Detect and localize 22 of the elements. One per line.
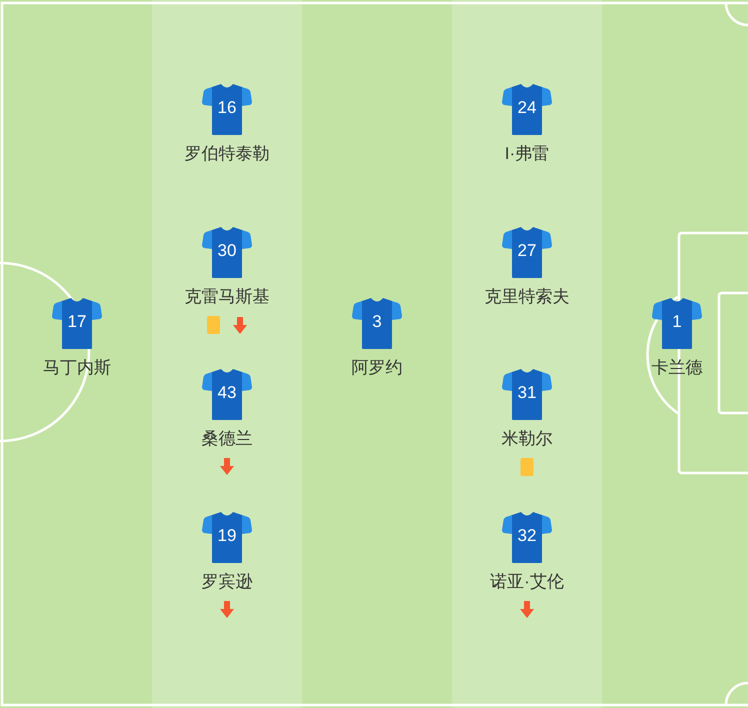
shirt-number: 3 <box>372 312 382 332</box>
player-name: 克雷马斯基 <box>184 287 270 307</box>
player-name: 阿罗约 <box>352 358 402 378</box>
player-name: 诺亚·艾伦 <box>490 572 564 592</box>
player-name: 马丁内斯 <box>43 358 111 378</box>
player-name: 罗伯特泰勒 <box>184 144 270 164</box>
player-name: 卡兰德 <box>652 358 702 378</box>
player-name: 桑德兰 <box>202 429 252 449</box>
shirt-number: 27 <box>518 241 536 261</box>
shirt-number: 43 <box>218 383 236 403</box>
player-name: 罗宾逊 <box>202 572 252 592</box>
shirt-number: 31 <box>518 383 536 403</box>
shirt-number: 32 <box>518 526 536 546</box>
player-name: I·弗雷 <box>504 144 550 164</box>
shirt-number: 19 <box>218 526 236 546</box>
shirt-number: 30 <box>218 241 236 261</box>
player-name: 克里特索夫 <box>484 287 570 307</box>
shirt-number: 17 <box>68 312 86 332</box>
shirt-number: 16 <box>218 98 236 118</box>
player-name: 米勒尔 <box>502 429 552 449</box>
shirt-number: 1 <box>672 312 682 332</box>
shirt-number: 24 <box>518 98 536 118</box>
